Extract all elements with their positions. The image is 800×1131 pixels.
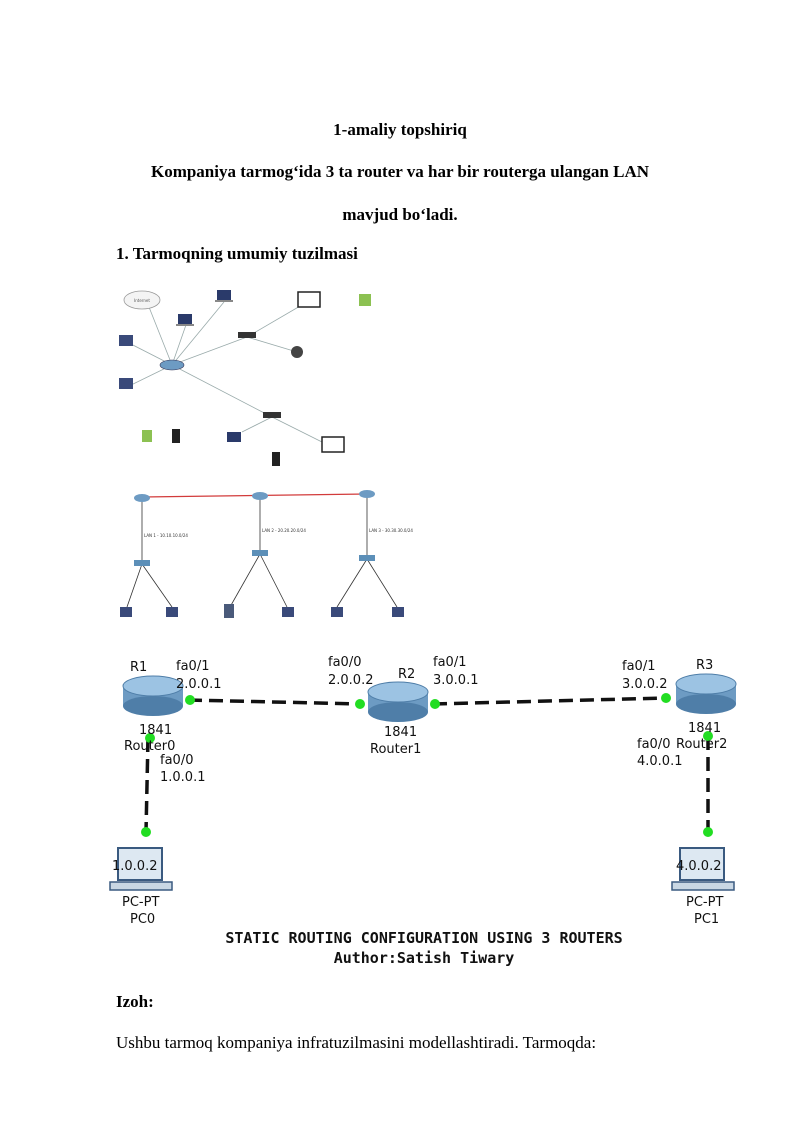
laptop-icon (178, 314, 192, 324)
pc-icon (392, 607, 404, 617)
router-r3-name: R3 (696, 658, 713, 673)
laptop-icon (217, 290, 231, 300)
router-r2-name: R2 (398, 667, 415, 682)
router-icon (252, 492, 268, 500)
svg-text:LAN 3 - 30.30.30.0/24: LAN 3 - 30.30.30.0/24 (369, 528, 413, 533)
router-r3-model: 1841 (688, 721, 721, 736)
svg-text:LAN 1 - 10.10.10.0/24: LAN 1 - 10.10.10.0/24 (144, 533, 188, 538)
laptop-icon (227, 432, 241, 442)
pc1-icon[interactable] (671, 847, 735, 891)
phone-icon (272, 452, 280, 466)
pc1-label: PC1 (694, 912, 719, 927)
pc-icon (119, 335, 133, 346)
router-r3-label: Router2 (676, 737, 727, 752)
pc0-icon[interactable] (109, 847, 173, 891)
pc-icon (331, 607, 343, 617)
cloud-icon: Internet (123, 290, 161, 310)
router-r1-model: 1841 (139, 723, 172, 738)
router-r2[interactable] (367, 681, 429, 722)
svg-text:Internet: Internet (134, 298, 150, 303)
router-r1-label: Router0 (124, 739, 175, 754)
r3-fa01-ip: 3.0.0.2 (622, 677, 667, 692)
server-icon (224, 604, 234, 618)
r1-fa00-ip: 1.0.0.1 (160, 770, 205, 785)
router-r3[interactable] (675, 673, 737, 714)
note-text: Ushbu tarmoq kompaniya infratuzilmasini … (116, 1033, 597, 1052)
tv-icon (321, 436, 345, 453)
r3-fa01-iface: fa0/1 (622, 659, 655, 674)
document-subtitle-line2: mavjud bo‘ladi. (342, 205, 458, 224)
document-title: 1-amaliy topshiriq (333, 120, 467, 139)
r1-fa01-ip: 2.0.0.1 (176, 677, 221, 692)
router-r1[interactable] (122, 675, 184, 716)
diagram-caption-line1: STATIC ROUTING CONFIGURATION USING 3 ROU… (225, 929, 622, 947)
router-r2-model: 1841 (384, 725, 417, 740)
pc1-ip: 4.0.0.2 (676, 859, 721, 874)
overview-topology (126, 301, 333, 448)
pc0-label: PC0 (130, 912, 155, 927)
r3-fa00-iface: fa0/0 (637, 737, 670, 752)
pc-icon (166, 607, 178, 617)
pc-icon (119, 378, 133, 389)
tv-icon (297, 291, 321, 308)
section1-heading: 1. Tarmoqning umumiy tuzilmasi (116, 244, 358, 263)
static-routing-diagram: R1 fa0/1 2.0.0.1 1841 Router0 fa0/0 1.0.… (109, 655, 737, 967)
wireless-router-icon (263, 412, 281, 418)
lan-topology-thumbnail: LAN 1 - 10.10.10.0/24 LAN 2 - 20.20.20.0… (120, 490, 413, 618)
router-icon (159, 359, 185, 371)
camera-icon (291, 346, 303, 358)
pc0-ip: 1.0.0.2 (112, 859, 157, 874)
svg-text:LAN 2 - 20.20.20.0/24: LAN 2 - 20.20.20.0/24 (262, 528, 306, 533)
pc1-type: PC-PT (686, 895, 723, 910)
r2-fa01-ip: 3.0.0.1 (433, 673, 478, 688)
r1-fa00-iface: fa0/0 (160, 753, 193, 768)
note-heading: Izoh: (116, 992, 154, 1011)
android-icon (142, 430, 152, 442)
router-r1-name: R1 (130, 660, 147, 675)
router-icon (134, 494, 150, 502)
diagram-caption-line2: Author:Satish Tiwary (334, 949, 515, 967)
switch-icon (359, 555, 375, 561)
r2-fa00-iface: fa0/0 (328, 655, 361, 670)
smart-device-icon (359, 294, 371, 306)
pc0-type: PC-PT (122, 895, 159, 910)
switch-icon (252, 550, 268, 556)
network-overview-figure: Internet LAN 1 - 10.10.10.0/24 LAN 2 - 2… (119, 290, 413, 618)
pc-icon (120, 607, 132, 617)
r1-fa01-iface: fa0/1 (176, 659, 209, 674)
document-subtitle-line1: Kompaniya tarmog‘ida 3 ta router va har … (150, 162, 650, 181)
pc-icon (282, 607, 294, 617)
r3-fa00-ip: 4.0.0.1 (637, 754, 682, 769)
wireless-router-icon (238, 332, 256, 338)
network-links (144, 696, 710, 833)
r2-fa00-ip: 2.0.0.2 (328, 673, 373, 688)
link-status-dots (141, 693, 713, 837)
switch-icon (134, 560, 150, 566)
phone-icon (172, 429, 180, 443)
router-r2-label: Router1 (370, 742, 421, 757)
router-icon (359, 490, 375, 498)
r2-fa01-iface: fa0/1 (433, 655, 466, 670)
